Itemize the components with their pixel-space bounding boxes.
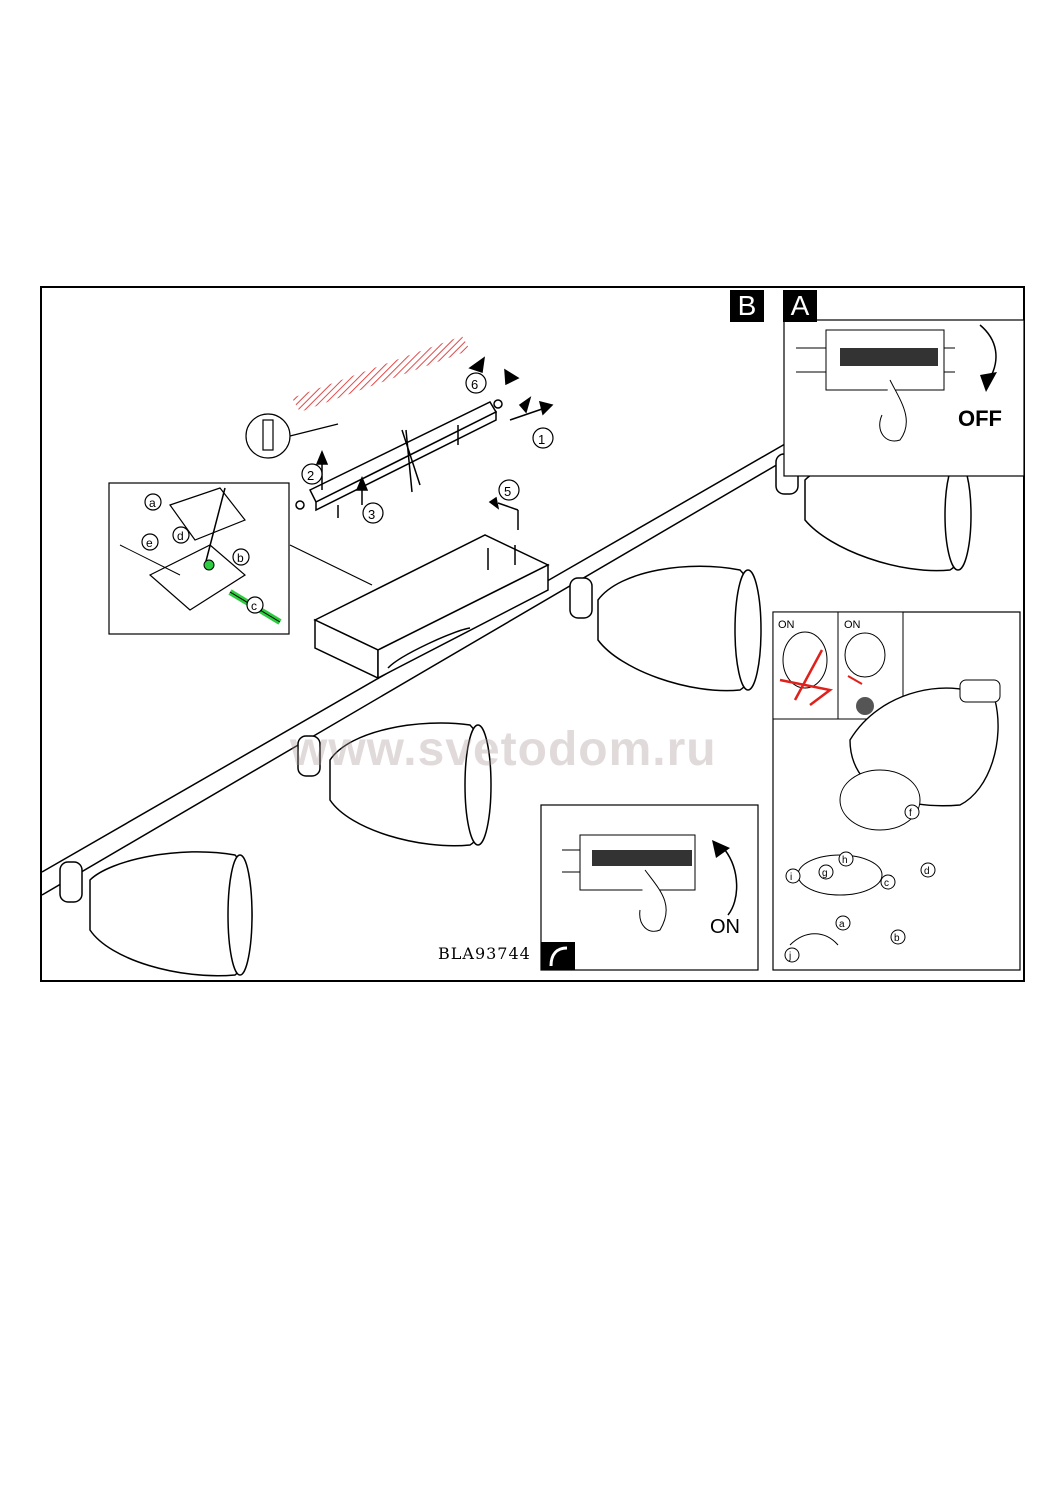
badge-a: A xyxy=(783,290,817,322)
step-6-label: 6 xyxy=(471,377,478,392)
on-label: ON xyxy=(710,916,740,938)
detail-leader-line xyxy=(289,544,373,586)
lamp-replacement-inset xyxy=(772,611,1021,971)
watermark: www.svetodom.ru xyxy=(290,723,717,776)
off-label: OFF xyxy=(958,406,1002,431)
lamp-letter-g: g xyxy=(822,868,828,879)
lamp-letter-i: i xyxy=(790,872,792,883)
badge-c-icon xyxy=(541,942,575,970)
step-2-label: 2 xyxy=(307,468,314,483)
instruction-frame xyxy=(40,286,1025,982)
lamp-letter-h: h xyxy=(842,855,848,866)
lamp-letter-d: d xyxy=(924,866,930,877)
spotlight-1 xyxy=(59,851,253,977)
lamp-letter-c: c xyxy=(884,878,889,889)
lamp-letter-j: j xyxy=(788,951,791,962)
step-5-label: 5 xyxy=(504,484,511,499)
wiring-letter-c: c xyxy=(251,599,257,613)
inset-on-label-left: ON xyxy=(778,619,795,631)
model-code: BLA93744 xyxy=(438,944,531,963)
wiring-letter-e: e xyxy=(146,536,153,550)
step-1-label: 1 xyxy=(538,432,545,447)
panel-a-switch-off xyxy=(783,319,1025,477)
wiring-letter-b: b xyxy=(237,551,244,565)
lamp-letter-a: a xyxy=(839,919,845,930)
panel-c-switch-on xyxy=(540,804,759,971)
spotlight-3 xyxy=(569,565,762,692)
wall-plug-callout xyxy=(245,413,339,459)
junction-box xyxy=(313,534,550,680)
screw-icon xyxy=(337,425,459,518)
step-3-label: 3 xyxy=(368,507,375,522)
badge-b: B xyxy=(730,290,764,322)
mounting-bracket xyxy=(295,399,503,512)
wiring-detail-box xyxy=(108,482,290,635)
wiring-letter-a: a xyxy=(149,496,156,510)
ceiling-hatch xyxy=(292,336,470,412)
wiring-letter-d: d xyxy=(177,529,184,543)
lamp-letter-b: b xyxy=(894,933,900,944)
inset-on-label-right: ON xyxy=(844,619,861,631)
lamp-letter-f: f xyxy=(909,808,912,819)
spotlight-2 xyxy=(297,722,492,847)
step-arrows xyxy=(315,356,554,530)
